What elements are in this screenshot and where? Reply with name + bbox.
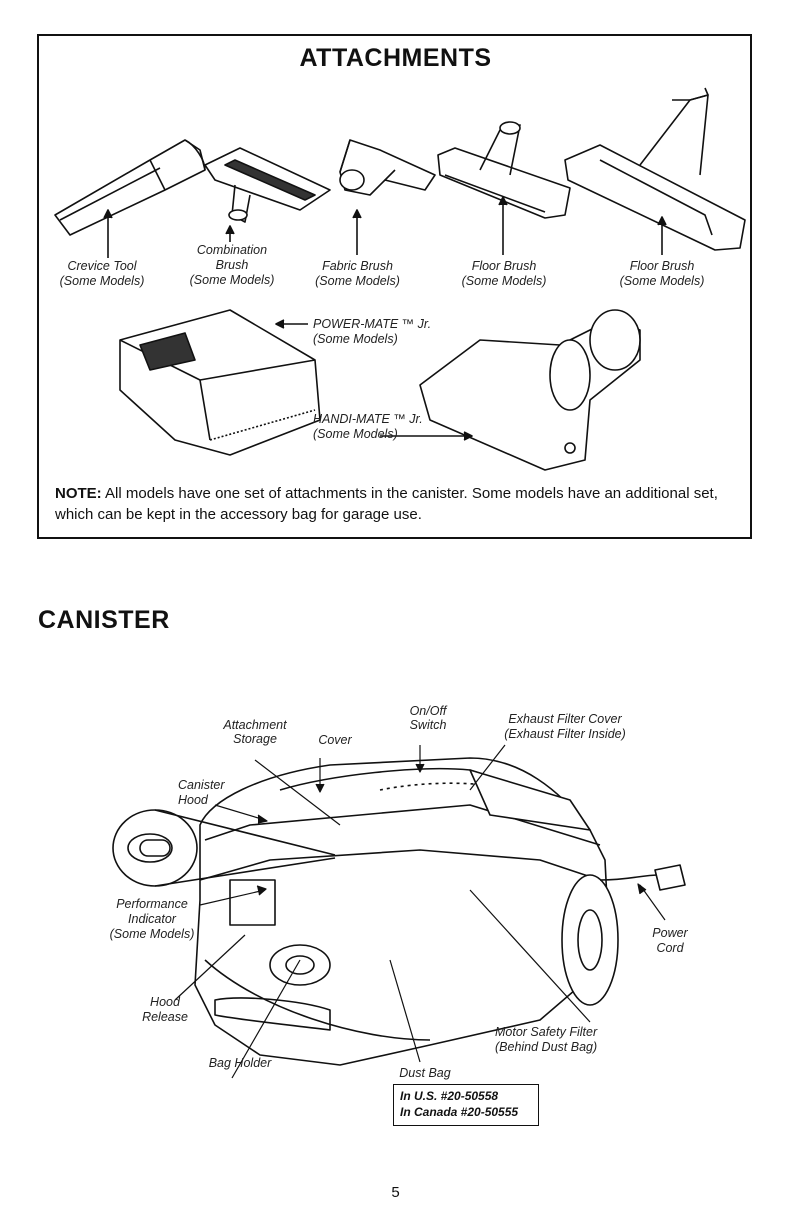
cover-label: Cover <box>318 733 352 747</box>
canister-leader-lines <box>174 744 666 1079</box>
combination-brush-label: Combination Brush (Some Models) <box>189 243 275 287</box>
on-off-switch-label: On/Off Switch <box>409 704 447 732</box>
attachments-title: ATTACHMENTS <box>299 44 492 72</box>
dust-bag-part-number-box: In U.S. #20-50558 In Canada #20-50555 <box>393 1084 539 1126</box>
bag-holder-label: Bag Holder <box>208 1056 272 1070</box>
exhaust-filter-label: Exhaust Filter Cover (Exhaust Filter Ins… <box>504 712 626 741</box>
canister-hood-label: Canister Hood <box>178 778 225 807</box>
page-number: 5 <box>391 1184 400 1201</box>
fabric-brush-label: Fabric Brush (Some Models) <box>315 259 400 288</box>
fabric-brush-drawing <box>339 139 436 196</box>
power-mate-label: POWER-MATE ™ Jr. (Some Models) <box>313 317 432 346</box>
motor-safety-filter-label: Motor Safety Filter (Behind Dust Bag) <box>495 1025 598 1054</box>
floor-brush-2-drawing <box>564 87 746 251</box>
attachments-note: NOTE: All models have one set of attachm… <box>55 483 735 525</box>
crevice-tool-label: Crevice Tool (Some Models) <box>59 259 145 288</box>
dust-bag-label: Dust Bag <box>399 1066 451 1080</box>
attachment-leader-lines <box>103 196 667 441</box>
power-cord-label: Power Cord <box>652 926 688 955</box>
crevice-tool-drawing <box>54 139 206 236</box>
floor-brush-2-label: Floor Brush (Some Models) <box>619 259 705 288</box>
note-text: All models have one set of attachments i… <box>55 485 718 523</box>
attachment-storage-label: Attachment Storage <box>223 718 287 746</box>
combination-brush-drawing <box>204 147 331 223</box>
handi-mate-label: HANDI-MATE ™ Jr. (Some Models) <box>313 412 423 441</box>
floor-brush-1-drawing <box>437 121 571 219</box>
performance-indicator-label: Performance Indicator (Some Models) <box>109 897 195 941</box>
part-number-canada: In Canada #20-50555 <box>400 1105 519 1119</box>
handi-mate-drawing <box>419 309 641 471</box>
canister-title: CANISTER <box>38 606 170 634</box>
hood-release-label: Hood Release <box>142 995 188 1024</box>
note-label: NOTE: <box>55 485 102 502</box>
attachments-frame <box>37 34 752 539</box>
floor-brush-1-label: Floor Brush (Some Models) <box>461 259 547 288</box>
canister-drawing <box>112 757 686 1066</box>
power-mate-drawing <box>119 309 321 456</box>
part-number-us: In U.S. #20-50558 <box>400 1089 499 1103</box>
